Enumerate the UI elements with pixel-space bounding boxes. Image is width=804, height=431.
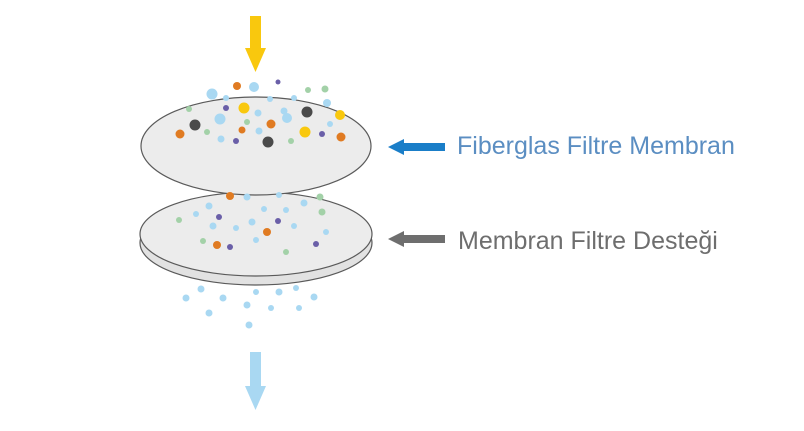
- pointer-top-arrow-icon: [388, 139, 445, 155]
- pointer-bottom-arrow-icon: [388, 231, 445, 247]
- particles-top: [175, 79, 346, 148]
- particles-filtrate: [182, 285, 318, 329]
- membrane-support-label: Membran Filtre Desteği: [458, 227, 718, 255]
- inflow-arrow-icon: [245, 16, 266, 72]
- particles-middle: [176, 192, 329, 255]
- outflow-arrow-icon: [245, 352, 266, 410]
- fiberglass-membrane-label: Fiberglas Filtre Membran: [457, 132, 735, 160]
